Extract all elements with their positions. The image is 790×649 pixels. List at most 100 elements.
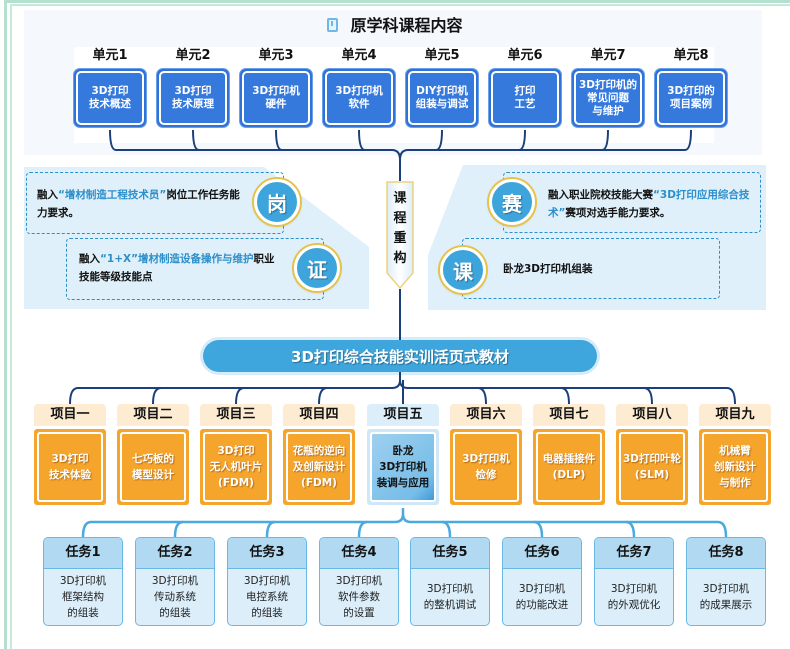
unit-label: 单元2 xyxy=(175,48,211,63)
task-label: 任务8 xyxy=(687,538,765,569)
task-content: 3D打印机 的外观优化 xyxy=(607,583,661,611)
project-content: 3D打印叶轮 (SLM) xyxy=(619,432,685,502)
task-card: 任务5 3D打印机 的整机调试 xyxy=(410,537,490,626)
unit-content: 3D打印的 项目案例 xyxy=(657,71,725,125)
task-label: 任务2 xyxy=(136,538,214,569)
task-content: 3D打印机 软件参数 的设置 xyxy=(335,575,383,619)
project-content: 电器插接件 (DLP) xyxy=(536,432,602,502)
unit-content: 打印 工艺 xyxy=(491,71,559,125)
project-content: 七巧板的 模型设计 xyxy=(120,432,186,502)
unit-content: 3D打印机的 常见问题 与维护 xyxy=(574,71,642,125)
unit-content: 3D打印 技术原理 xyxy=(159,71,227,125)
outer-frame xyxy=(4,0,790,649)
certificate-badge-icon: 证 xyxy=(294,245,340,291)
task-card: 任务3 3D打印机 电控系统 的组装 xyxy=(227,537,307,626)
post-badge-icon: 岗 xyxy=(254,179,300,225)
task-card: 任务7 3D打印机 的外观优化 xyxy=(594,537,674,626)
task-label: 任务6 xyxy=(503,538,581,569)
restructure-char: 课 xyxy=(393,191,407,206)
post-requirement-box: 融入“增材制造工程技术员”岗位工作任务能力要求。 xyxy=(26,172,284,234)
unit-card: 单元1 3D打印 技术概述 xyxy=(74,44,146,127)
task-content: 3D打印机 的功能改进 xyxy=(515,583,569,611)
project-content-box: 3D打印机 检修 xyxy=(450,429,522,505)
restructure-char: 构 xyxy=(393,251,407,266)
project-card: 项目七 电器插接件 (DLP) xyxy=(533,404,605,505)
project-label: 项目三 xyxy=(200,404,272,426)
competition-requirement-box: 融入职业院校技能大赛“3D打印应用综合技术”赛项对选手能力要求。 xyxy=(503,172,761,233)
unit-card: 单元4 3D打印机 软件 xyxy=(323,44,395,127)
project-card: 项目二 七巧板的 模型设计 xyxy=(117,404,189,505)
unit-content-box: 3D打印 技术概述 xyxy=(74,69,146,127)
project-content: 3D打印 技术体验 xyxy=(37,432,103,502)
task-card: 任务8 3D打印机 的成果展示 xyxy=(686,537,766,626)
banner-shape xyxy=(386,181,414,289)
unit-content-box: 3D打印的 项目案例 xyxy=(655,69,727,127)
unit-card: 单元8 3D打印的 项目案例 xyxy=(655,44,727,127)
project-label: 项目二 xyxy=(117,404,189,426)
project-content-box: 3D打印叶轮 (SLM) xyxy=(616,429,688,505)
task-content: 3D打印机 电控系统 的组装 xyxy=(243,575,291,619)
task-content: 3D打印机 框架结构 的组装 xyxy=(59,575,107,619)
project-content-box: 机械臂 创新设计 与制作 xyxy=(699,429,771,505)
unit-content-box: 3D打印 技术原理 xyxy=(157,69,229,127)
project-content-box: 七巧板的 模型设计 xyxy=(117,429,189,505)
project-content-box: 电器插接件 (DLP) xyxy=(533,429,605,505)
task-label: 任务4 xyxy=(320,538,398,569)
task-label: 任务7 xyxy=(595,538,673,569)
project-content: 机械臂 创新设计 与制作 xyxy=(702,432,768,502)
task-card: 任务2 3D打印机 传动系统 的组装 xyxy=(135,537,215,626)
project-card: 项目三 3D打印 无人机叶片 (FDM) xyxy=(200,404,272,505)
task-card: 任务6 3D打印机 的功能改进 xyxy=(502,537,582,626)
unit-label: 单元7 xyxy=(590,48,626,63)
unit-content-box: 3D打印机 软件 xyxy=(323,69,395,127)
project-label: 项目七 xyxy=(533,404,605,426)
project-content-box: 3D打印 技术体验 xyxy=(34,429,106,505)
task-label: 任务3 xyxy=(228,538,306,569)
competition-badge-icon: 赛 xyxy=(489,179,535,225)
project-label: 项目六 xyxy=(450,404,522,426)
project-card: 项目六 3D打印机 检修 xyxy=(450,404,522,505)
project-label: 项目五 xyxy=(367,404,439,426)
project-label: 项目八 xyxy=(616,404,688,426)
right-integration-panel xyxy=(428,165,766,310)
inner-frame xyxy=(10,4,790,649)
task-card: 任务1 3D打印机 框架结构 的组装 xyxy=(43,537,123,626)
page-title: 原学科课程内容 xyxy=(0,12,790,36)
project-label: 项目九 xyxy=(699,404,771,426)
unit-label: 单元3 xyxy=(258,48,294,63)
project-content: 3D打印 无人机叶片 (FDM) xyxy=(203,432,269,502)
textbook-title: 3D打印综合技能实训活页式教材 xyxy=(203,340,597,372)
unit-card: 单元7 3D打印机的 常见问题 与维护 xyxy=(572,44,644,127)
task-label: 任务5 xyxy=(411,538,489,569)
project-content-box: 3D打印 无人机叶片 (FDM) xyxy=(200,429,272,505)
unit-label: 单元4 xyxy=(341,48,377,63)
project-label: 项目四 xyxy=(283,404,355,426)
book-icon xyxy=(327,18,339,32)
restructure-label: 课程重构 xyxy=(386,189,414,269)
certificate-requirement-box: 融入“1+X”增材制造设备操作与维护职业技能等级技能点 xyxy=(66,238,324,300)
unit-label: 单元8 xyxy=(673,48,709,63)
task-content: 3D打印机 的整机调试 xyxy=(423,583,477,611)
unit-card: 单元2 3D打印 技术原理 xyxy=(157,44,229,127)
unit-content-box: DIY打印机 组装与调试 xyxy=(406,69,478,127)
restructure-char: 重 xyxy=(393,231,407,246)
unit-content: 3D打印 技术概述 xyxy=(76,71,144,125)
unit-label: 单元5 xyxy=(424,48,460,63)
course-requirement-box: 卧龙3D打印机组装 xyxy=(462,238,720,299)
project-content-box: 花瓶的逆向 及创新设计 (FDM) xyxy=(283,429,355,505)
course-restructure-banner: 课程重构 xyxy=(386,181,414,289)
unit-content-box: 3D打印机的 常见问题 与维护 xyxy=(572,69,644,127)
task-card: 任务4 3D打印机 软件参数 的设置 xyxy=(319,537,399,626)
unit-content: 3D打印机 硬件 xyxy=(242,71,310,125)
restructure-char: 程 xyxy=(393,211,407,226)
project-content: 卧龙 3D打印机 装调与应用 xyxy=(370,432,436,502)
unit-content-box: 3D打印机 硬件 xyxy=(240,69,312,127)
task-content: 3D打印机 的成果展示 xyxy=(699,583,753,611)
unit-card: 单元6 打印 工艺 xyxy=(489,44,561,127)
project-card: 项目八 3D打印叶轮 (SLM) xyxy=(616,404,688,505)
task-label: 任务1 xyxy=(44,538,122,569)
unit-content-box: 打印 工艺 xyxy=(489,69,561,127)
project-content: 花瓶的逆向 及创新设计 (FDM) xyxy=(286,432,352,502)
unit-card: 单元3 3D打印机 硬件 xyxy=(240,44,312,127)
project-card: 项目九 机械臂 创新设计 与制作 xyxy=(699,404,771,505)
